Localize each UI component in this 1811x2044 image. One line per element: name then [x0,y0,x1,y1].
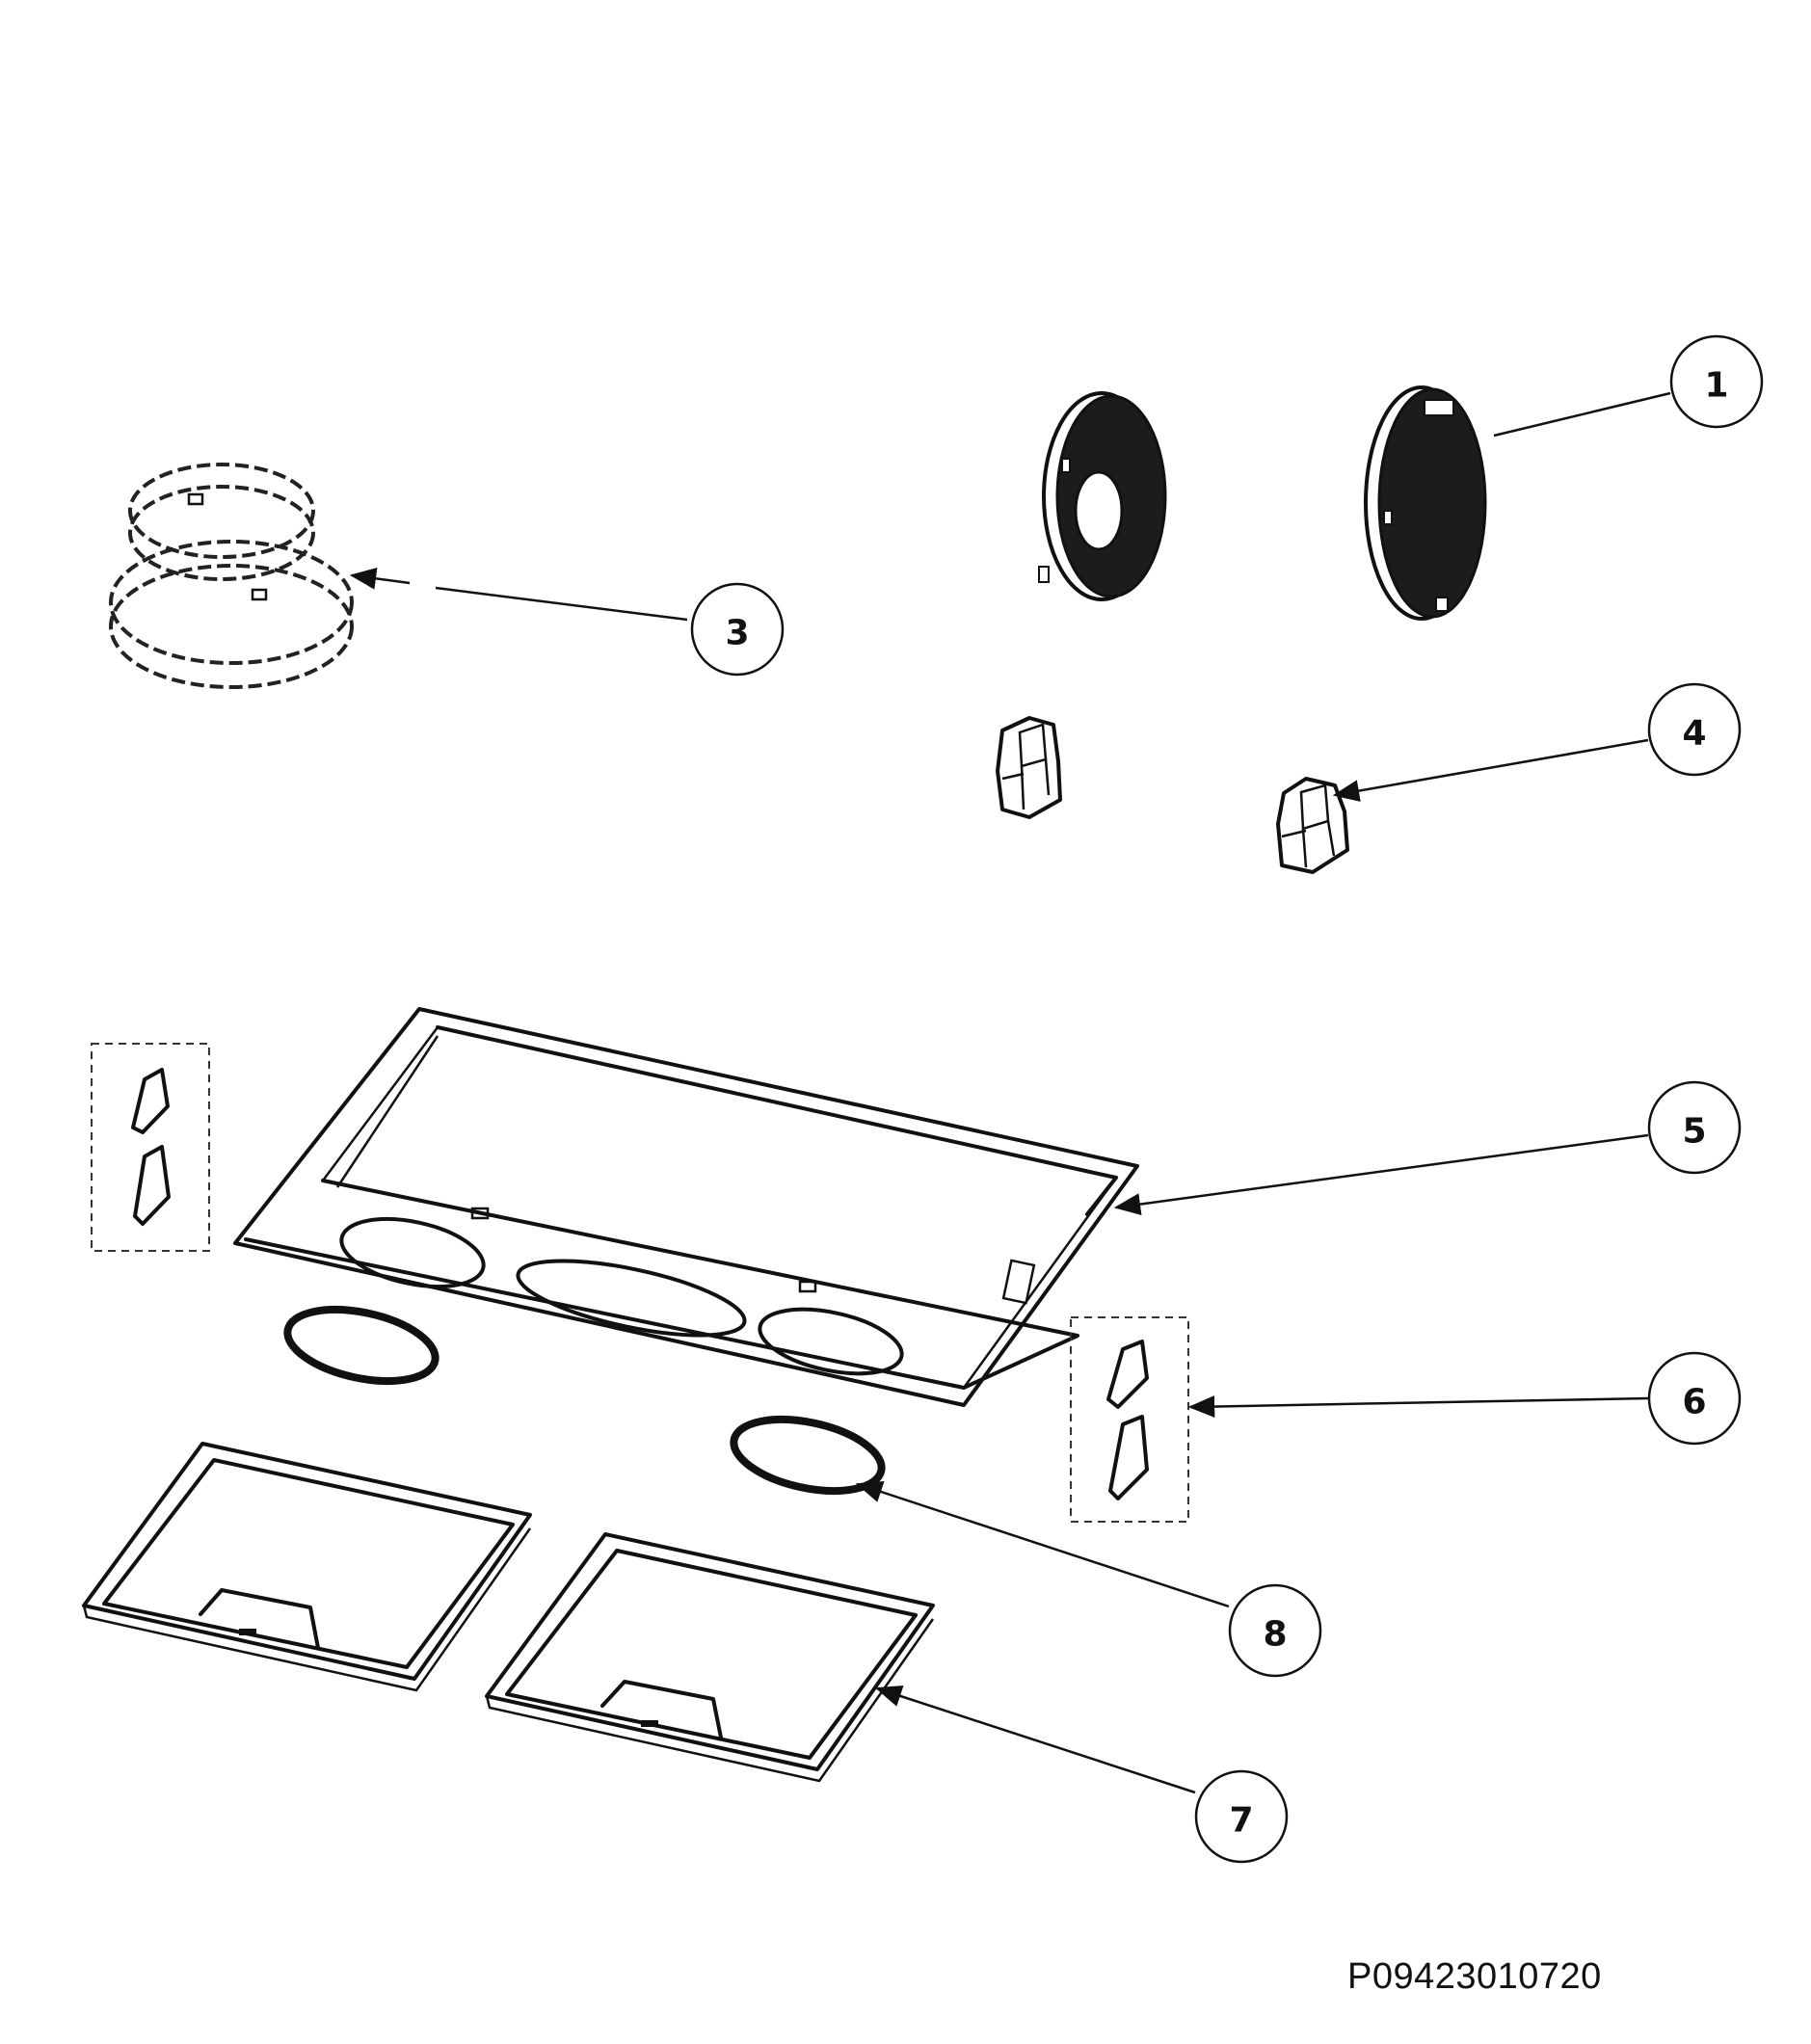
grease-filter-right [485,1532,935,1783]
callout-4: 4 [1647,682,1742,777]
grease-filter-left [82,1442,532,1692]
callout-5-label: 5 [1682,1112,1706,1152]
part-code: P09423010720 [1347,1956,1602,1997]
ring-part-right [730,1415,886,1496]
ring-part-left [283,1305,439,1386]
clip-set-right [1070,1316,1189,1523]
leader-line-6 [1187,1395,1649,1418]
callout-7-label: 7 [1229,1801,1253,1841]
carbon-filter-ring-part [1038,391,1167,601]
callout-3-label: 3 [725,614,749,653]
duct-ring-part [109,463,354,689]
callout-5: 5 [1647,1080,1742,1175]
carbon-filter-disc-part [1364,385,1487,621]
leader-line-3 [435,586,688,622]
leader-line-5 [1113,1133,1649,1215]
clip-set-left [91,1043,210,1252]
callout-3: 3 [690,582,785,677]
callout-6: 6 [1647,1351,1742,1446]
callout-6-label: 6 [1682,1383,1706,1422]
filter-clip-part-right [1276,777,1349,874]
callout-7: 7 [1194,1769,1289,1864]
callout-8-label: 8 [1263,1615,1287,1655]
filter-clip-part-left [996,716,1062,819]
leader-line-1 [1493,391,1671,438]
hood-frame-part [233,1007,1139,1407]
callout-1-label: 1 [1704,366,1728,406]
callout-1: 1 [1669,334,1764,429]
leader-line-4 [1332,738,1649,802]
callout-8: 8 [1228,1583,1322,1678]
leader-line-3-tail [349,567,411,590]
callout-4-label: 4 [1682,714,1706,754]
leader-line-7 [874,1685,1196,1794]
leader-line-8 [855,1481,1230,1608]
